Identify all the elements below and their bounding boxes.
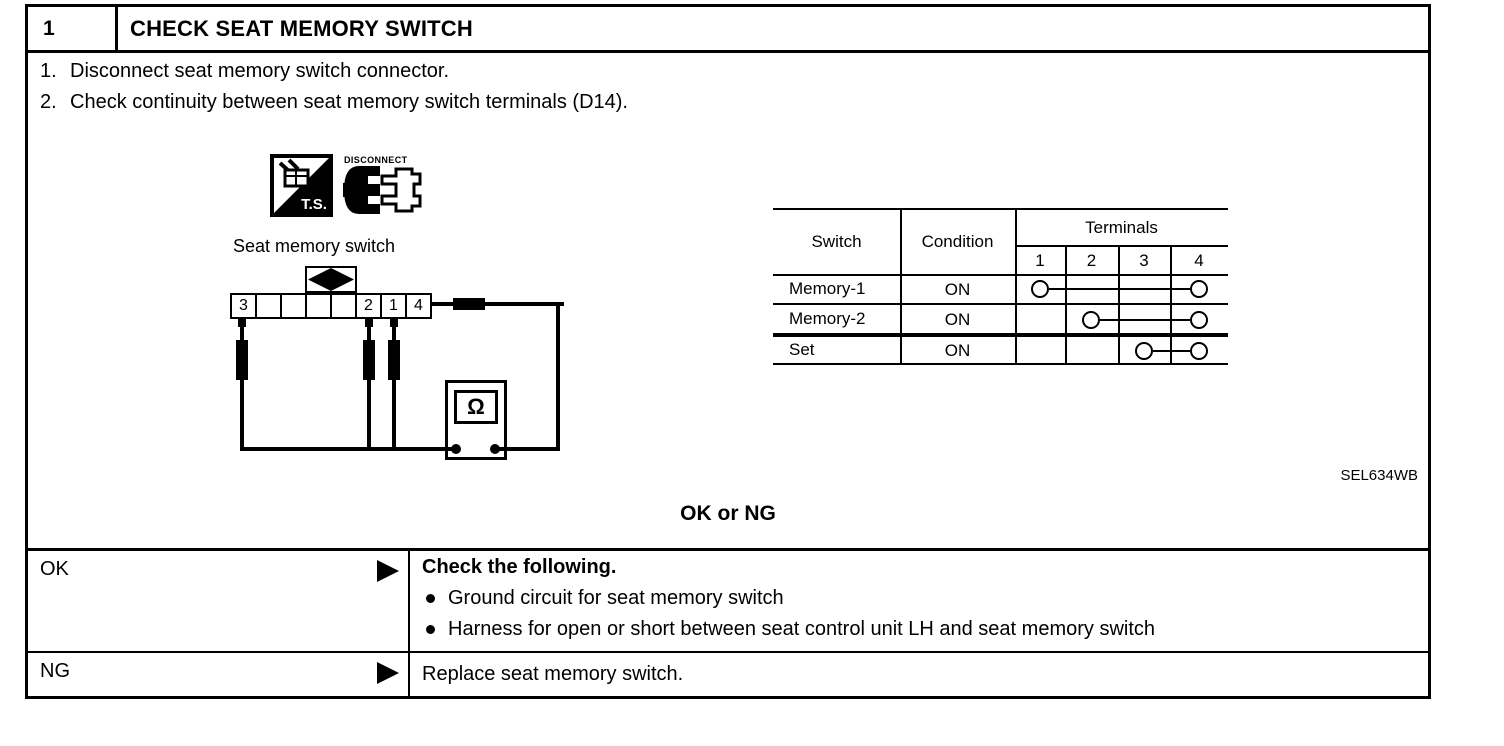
wire-terminal-2 [367, 319, 371, 451]
result-row-ok: OK Check the following. Ground circuit f… [28, 551, 1428, 653]
condition-memory-2: ON [944, 310, 971, 329]
table-line [1170, 245, 1172, 365]
pin-cell-3: 3 [232, 295, 257, 317]
connector-pin-strip: 3 2 1 4 [230, 293, 432, 319]
col-header-switch: Switch [811, 232, 862, 251]
col-header-terminals: Terminals [1085, 217, 1158, 237]
result-row-ng: NG Replace seat memory switch. [28, 653, 1428, 696]
table-line [773, 363, 1228, 365]
table-line [1015, 245, 1228, 247]
procedure-number: 1 [28, 7, 118, 50]
continuity-table: Switch Condition Terminals 1 2 3 4 Memor… [773, 208, 1228, 365]
pin-cell-empty [332, 295, 357, 317]
result-ok-title: Check the following. [422, 556, 617, 578]
table-line [1015, 208, 1017, 365]
probe-sleeve-2 [363, 340, 375, 380]
continuity-circle-t4 [1190, 311, 1208, 329]
wire-terminal-4 [432, 302, 564, 306]
continuity-circle-t3 [1135, 342, 1153, 360]
probe-sleeve-3 [236, 340, 248, 380]
result-ok-label: OK [40, 558, 69, 580]
pin-cell-2: 2 [357, 295, 382, 317]
step-2: 2. Check continuity between seat memory s… [40, 91, 628, 114]
ts-label: T.S. [301, 196, 327, 213]
row-set: Set [789, 340, 815, 359]
result-ng-text: Replace seat memory switch. [422, 663, 684, 685]
pin-cell-4: 4 [414, 297, 423, 314]
wire-bottom [240, 447, 458, 451]
col-header-condition: Condition [921, 232, 994, 251]
table-line [900, 208, 902, 365]
row-memory-2: Memory-2 [789, 309, 866, 328]
ohmmeter-probe-left [451, 444, 461, 454]
pin-cell-empty [257, 295, 282, 317]
ohmmeter-probe-right [490, 444, 500, 454]
ohm-symbol: Ω [467, 394, 485, 419]
terminal-number-4: 4 [1194, 250, 1204, 270]
result-ok-action: Check the following. Ground circuit for … [410, 551, 1428, 651]
table-line [1118, 245, 1120, 365]
result-ng-label: NG [40, 660, 70, 682]
procedure-body: 1. Disconnect seat memory switch connecto… [28, 53, 1428, 551]
continuity-circle-t4 [1190, 342, 1208, 360]
terminal-number-2: 2 [1086, 250, 1097, 270]
connector-key-diamond-icon [308, 268, 354, 291]
wire-terminal-1 [392, 319, 396, 451]
result-ok-bullet-1: Ground circuit for seat memory switch [448, 587, 784, 609]
pin-cell-1: 1 [382, 295, 407, 317]
continuity-circle-t2 [1082, 311, 1100, 329]
wire-terminal-3 [240, 319, 244, 451]
table-line [773, 303, 1228, 305]
row-memory-1: Memory-1 [789, 279, 866, 298]
step-1: 1. Disconnect seat memory switch connecto… [40, 60, 449, 83]
wire-right-vertical [556, 302, 560, 451]
table-line [1065, 245, 1067, 365]
step-1-text: Disconnect seat memory switch connector. [70, 60, 450, 82]
table-line-thick [773, 333, 1228, 337]
result-ng-action: Replace seat memory switch. [410, 653, 1428, 696]
disconnect-label: DISCONNECT [344, 155, 408, 165]
ohmmeter-display: Ω [454, 390, 498, 424]
terminal-number-1: 1 [1035, 250, 1045, 270]
condition-memory-1: ON [944, 280, 971, 299]
step-2-text: Check continuity between seat memory swi… [70, 91, 628, 113]
result-ng-cell: NG [28, 653, 410, 696]
bullet-icon [426, 625, 435, 634]
seat-memory-switch-label: Seat memory switch [233, 236, 396, 256]
arrow-right-icon [377, 662, 399, 684]
probe-sleeve-4 [453, 298, 485, 310]
table-line [773, 208, 1228, 210]
procedure-box: 1 CHECK SEAT MEMORY SWITCH 1. Disconnect … [25, 4, 1431, 699]
procedure-title: CHECK SEAT MEMORY SWITCH [130, 16, 473, 41]
continuity-line-2-4 [1100, 319, 1190, 321]
continuity-line-3-4 [1153, 350, 1190, 352]
arrow-right-icon [377, 560, 399, 582]
continuity-line-1-4 [1049, 288, 1190, 290]
pin-cell-empty [282, 295, 307, 317]
disconnect-connector-icon [343, 166, 422, 214]
verdict-prompt: OK or NG [680, 502, 776, 525]
condition-set: ON [944, 341, 971, 360]
procedure-header: 1 CHECK SEAT MEMORY SWITCH [28, 7, 1428, 53]
result-ok-cell: OK [28, 551, 410, 651]
terminal-number-3: 3 [1139, 250, 1149, 270]
continuity-circle-t4 [1190, 280, 1208, 298]
probe-sleeve-1 [388, 340, 400, 380]
pin-cell-empty [307, 295, 332, 317]
continuity-circle-t1 [1031, 280, 1049, 298]
step-2-number: 2. [40, 91, 57, 113]
connector-key-box [305, 266, 357, 293]
bullet-icon [426, 594, 435, 603]
figure-code: SEL634WB [1340, 467, 1418, 484]
list-item: Ground circuit for seat memory switch [422, 587, 1428, 610]
table-line [773, 274, 1228, 276]
wire-right-bottom [496, 447, 560, 451]
step-1-number: 1. [40, 60, 57, 82]
ts-tester-icon: T.S. [270, 154, 333, 217]
result-ok-bullet-2: Harness for open or short between seat c… [448, 618, 1156, 640]
list-item: Harness for open or short between seat c… [422, 618, 1428, 641]
